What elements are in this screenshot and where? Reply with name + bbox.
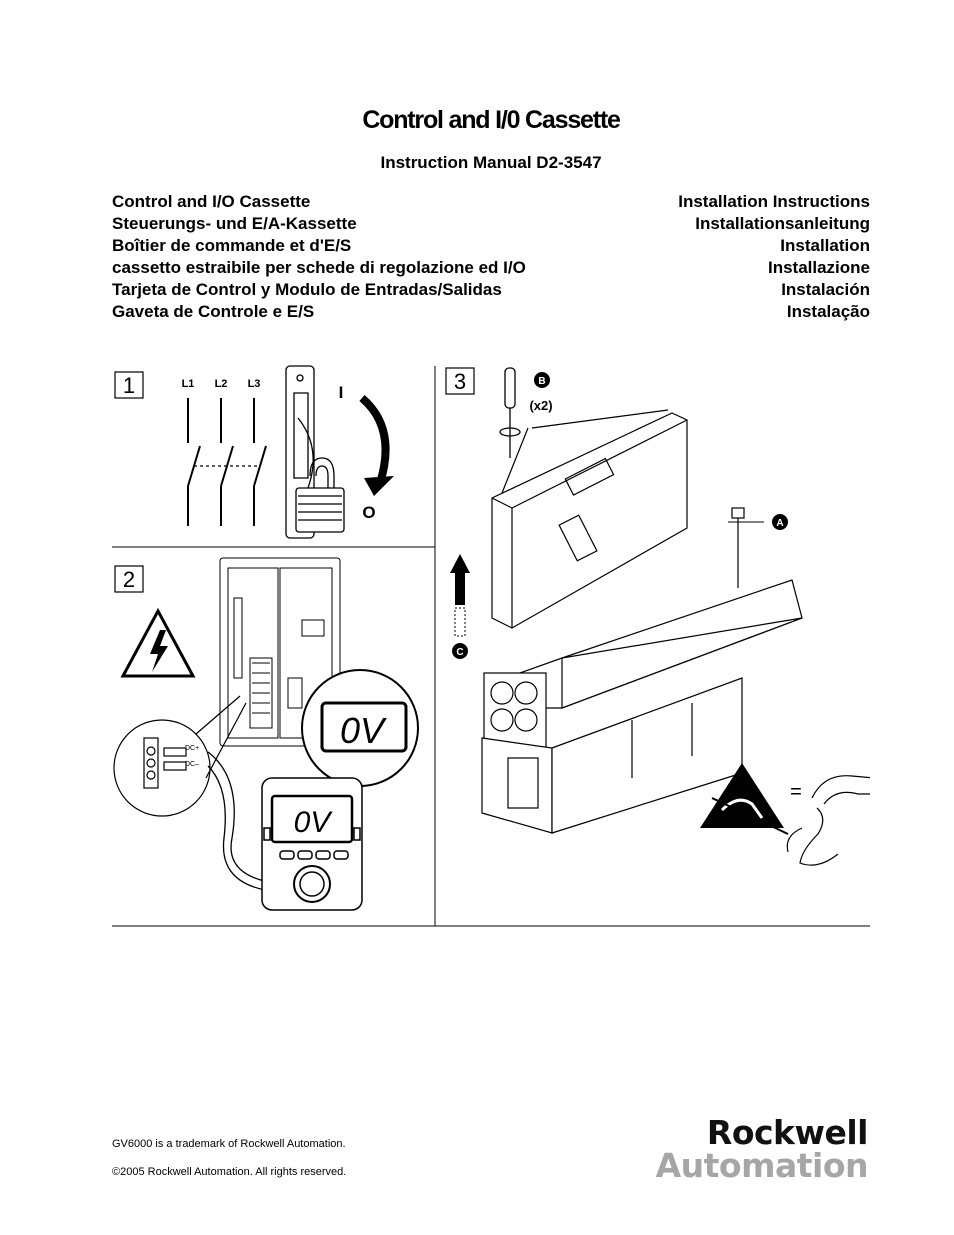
lift-arrow-icon bbox=[450, 554, 470, 637]
switch-off-label: O bbox=[362, 503, 375, 522]
callout-c-badge bbox=[452, 643, 468, 659]
step1-panel: 1 L1 L2 L3 I O bbox=[114, 365, 394, 539]
switch-on-label: I bbox=[339, 383, 344, 402]
rockwell-automation-logo: Rockwell Automation bbox=[655, 1113, 869, 1185]
manual-number: Instruction Manual D2-3547 bbox=[380, 153, 602, 172]
language-row: Boîtier de commande et d'E/S Installation bbox=[112, 235, 870, 257]
language-doc-type: Installationsanleitung bbox=[695, 214, 870, 233]
padlock-disconnect-icon bbox=[285, 365, 345, 539]
equals-sign: = bbox=[790, 781, 802, 803]
language-title: Boîtier de commande et d'E/S bbox=[112, 236, 352, 255]
grounding-wrist-strap-icon bbox=[786, 775, 870, 866]
screw-count-label: (x2) bbox=[529, 398, 552, 413]
language-doc-type: Instalación bbox=[781, 280, 870, 299]
callout-a-badge bbox=[772, 514, 788, 530]
high-voltage-warning-icon bbox=[120, 607, 196, 678]
callout-a-label: A bbox=[776, 518, 783, 529]
language-row: Control and I/O Cassette Installation Ins… bbox=[112, 191, 870, 213]
page-title: Control and I/0 Cassette bbox=[362, 106, 621, 134]
language-doc-type: Installation bbox=[780, 236, 870, 255]
drive-chassis-image bbox=[481, 507, 803, 834]
dc-plus-label: DC+ bbox=[185, 745, 199, 752]
language-title: Tarjeta de Control y Modulo de Entradas/… bbox=[112, 280, 502, 299]
logo-line-rockwell: Rockwell bbox=[706, 1113, 869, 1152]
language-doc-type: Installazione bbox=[767, 258, 870, 277]
dc-minus-label: DC– bbox=[185, 761, 199, 768]
step2-number: 2 bbox=[123, 567, 135, 592]
language-title: Control and I/O Cassette bbox=[112, 192, 311, 211]
language-title: Steuerungs- und E/A-Kassette bbox=[112, 214, 357, 233]
installation-diagram: 1 L1 L2 L3 I O 2 bbox=[112, 358, 870, 928]
language-row: cassetto estraibile per schede di regola… bbox=[112, 257, 870, 279]
language-doc-type: Instalação bbox=[786, 302, 870, 321]
language-doc-type: Installation Instructions bbox=[678, 192, 870, 211]
language-title: cassetto estraibile per schede di regola… bbox=[112, 258, 526, 277]
language-title: Gaveta de Controle e E/S bbox=[112, 302, 315, 321]
logo-line-automation: Automation bbox=[655, 1146, 869, 1185]
terminal-zoom-callout bbox=[113, 695, 247, 817]
disconnect-switch-symbol bbox=[187, 398, 267, 526]
step3-number: 3 bbox=[454, 369, 466, 394]
rotation-arrow-icon bbox=[359, 394, 390, 485]
step2-panel: 2 DC+ DC– bbox=[113, 557, 419, 911]
callout-c-label: C bbox=[456, 647, 463, 658]
rotation-arrow-head-icon bbox=[364, 476, 394, 496]
meter-probe-leads bbox=[207, 751, 283, 893]
phase-l3-label: L3 bbox=[248, 378, 261, 390]
language-row: Tarjeta de Control y Modulo de Entradas/… bbox=[112, 279, 870, 301]
callout-b-label: B bbox=[538, 376, 545, 387]
step3-panel: 3 B (x2) bbox=[445, 367, 870, 866]
control-cassette-image bbox=[491, 409, 688, 629]
phase-l1-label: L1 bbox=[182, 378, 195, 390]
callout-b-badge bbox=[534, 372, 550, 388]
copyright-note: ©2005 Rockwell Automation. All rights re… bbox=[112, 1166, 347, 1178]
callout-voltage-readout: 0V bbox=[340, 710, 387, 751]
language-row: Steuerungs- und E/A-Kassette Installation… bbox=[112, 213, 870, 235]
multimeter-icon bbox=[261, 777, 363, 911]
step1-number: 1 bbox=[123, 373, 135, 398]
screwdriver-icon bbox=[499, 367, 521, 458]
phase-l2-label: L2 bbox=[215, 378, 228, 390]
language-row: Gaveta de Controle e E/S Instalação bbox=[112, 301, 870, 323]
esd-warning-icon bbox=[700, 763, 789, 835]
meter-voltage-readout: 0V bbox=[294, 806, 334, 839]
trademark-note: GV6000 is a trademark of Rockwell Automa… bbox=[112, 1138, 346, 1150]
